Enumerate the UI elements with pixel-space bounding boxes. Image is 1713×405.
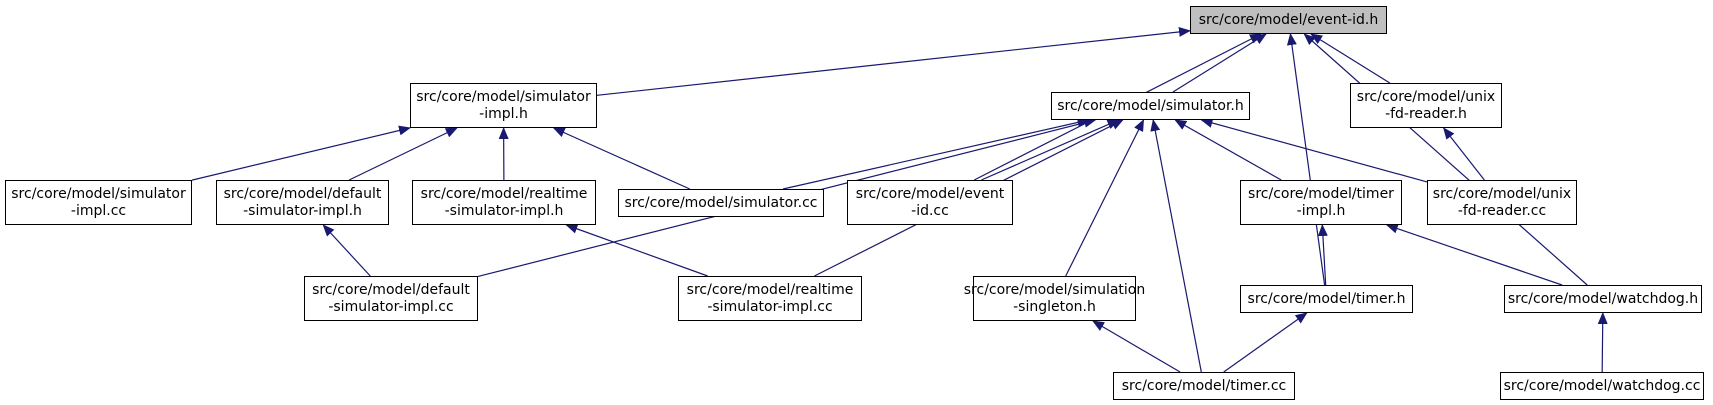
node-label: src/core/model/timer.cc bbox=[1121, 377, 1287, 394]
edge-timer_impl_h-to-simulator_h bbox=[1174, 119, 1282, 181]
node-default-simulator-impl-cc[interactable]: src/core/model/default-simulator-impl.cc bbox=[304, 276, 478, 321]
edge-unix_fd_reader_cc-to-simulator_h bbox=[1200, 118, 1428, 183]
node-label: -singleton.h bbox=[1013, 298, 1096, 315]
node-simulator-impl-h[interactable]: src/core/model/simulator-impl.h bbox=[410, 83, 597, 128]
edge-simulation_singleton_h-to-simulator_h bbox=[1065, 119, 1145, 277]
node-label: src/core/model/unix bbox=[1432, 185, 1572, 202]
node-label: -simulator-impl.h bbox=[243, 202, 362, 219]
edge-watchdog_h-to-timer_impl_h bbox=[1385, 223, 1563, 286]
edge-watchdog_h-to-event_id_h bbox=[1303, 33, 1588, 286]
edge-realtime_simulator_impl_cc-to-realtime_simulator_impl_h bbox=[565, 224, 708, 277]
node-label: src/core/model/event-id.h bbox=[1198, 11, 1379, 28]
node-label: src/core/model/simulator.h bbox=[1057, 97, 1244, 114]
edge-simulator_impl_cc-to-simulator_impl_h bbox=[191, 125, 411, 181]
node-label: src/core/model/watchdog.cc bbox=[1503, 377, 1701, 394]
node-label: -impl.h bbox=[1296, 202, 1346, 219]
node-label: src/core/model/default bbox=[223, 185, 382, 202]
node-label: -fd-reader.cc bbox=[1457, 202, 1547, 219]
edge-default_simulator_impl_cc-to-default_simulator_impl_h bbox=[322, 224, 371, 277]
node-watchdog-h[interactable]: src/core/model/watchdog.h bbox=[1504, 285, 1702, 313]
node-label: src/core/model/realtime bbox=[420, 185, 588, 202]
node-label: -impl.h bbox=[479, 105, 528, 122]
node-label: src/core/model/simulator bbox=[11, 185, 186, 202]
node-event-id-cc[interactable]: src/core/model/event-id.cc bbox=[847, 180, 1013, 225]
node-label: -impl.cc bbox=[70, 202, 127, 219]
node-realtime-simulator-impl-h[interactable]: src/core/model/realtime-simulator-impl.h bbox=[412, 180, 596, 225]
node-label: src/core/model/realtime bbox=[686, 281, 854, 298]
edge-timer_cc-to-simulator_h bbox=[1150, 119, 1202, 373]
node-label: src/core/model/simulator.cc bbox=[624, 194, 818, 211]
node-simulator-h[interactable]: src/core/model/simulator.h bbox=[1051, 92, 1250, 120]
node-label: src/core/model/timer bbox=[1248, 185, 1394, 202]
node-label: src/core/model/unix bbox=[1356, 88, 1496, 105]
edge-watchdog_cc-to-watchdog_h bbox=[1597, 312, 1608, 373]
node-label: -simulator-impl.cc bbox=[328, 298, 454, 315]
node-label: -fd-reader.h bbox=[1385, 105, 1467, 122]
edge-unix_fd_reader_cc-to-unix_fd_reader_h bbox=[1443, 127, 1485, 181]
node-label: src/core/model/simulator bbox=[416, 88, 591, 105]
node-timer-h[interactable]: src/core/model/timer.h bbox=[1240, 285, 1413, 313]
node-watchdog-cc[interactable]: src/core/model/watchdog.cc bbox=[1500, 372, 1704, 400]
node-timer-cc[interactable]: src/core/model/timer.cc bbox=[1113, 372, 1295, 400]
node-timer-impl-h[interactable]: src/core/model/timer-impl.h bbox=[1240, 180, 1402, 225]
node-label: src/core/model/event bbox=[855, 185, 1005, 202]
edge-timer_h-to-event_id_h bbox=[1286, 33, 1326, 286]
node-label: -simulator-impl.cc bbox=[707, 298, 833, 315]
node-event-id-h[interactable]: src/core/model/event-id.h bbox=[1190, 6, 1387, 34]
edge-simulator_cc-to-simulator_impl_h bbox=[552, 127, 691, 190]
node-label: -id.cc bbox=[911, 202, 949, 219]
edge-event_id_cc-to-simulator_h bbox=[981, 119, 1120, 181]
node-unix-fd-reader-h[interactable]: src/core/model/unix-fd-reader.h bbox=[1350, 83, 1502, 128]
edge-simulator_impl_h-to-event_id_h bbox=[596, 26, 1191, 96]
edge-default_simulator_impl_h-to-simulator_impl_h bbox=[348, 127, 458, 181]
node-simulation-singleton-h[interactable]: src/core/model/simulation-singleton.h bbox=[964, 276, 1145, 321]
edge-timer_cc-to-simulation_singleton_h bbox=[1092, 320, 1181, 373]
node-realtime-simulator-impl-cc[interactable]: src/core/model/realtime-simulator-impl.c… bbox=[678, 276, 862, 321]
edge-timer_h-to-timer_impl_h bbox=[1317, 224, 1328, 286]
node-label: src/core/model/simulation bbox=[963, 281, 1146, 298]
edge-simulator_cc-to-simulator_h bbox=[782, 117, 1090, 190]
node-unix-fd-reader-cc[interactable]: src/core/model/unix-fd-reader.cc bbox=[1427, 180, 1577, 225]
edge-timer_cc-to-timer_h bbox=[1223, 312, 1308, 373]
edge-simulator_h-to-event_id_h bbox=[1172, 33, 1267, 93]
node-label: -simulator-impl.h bbox=[444, 202, 564, 219]
node-simulator-cc[interactable]: src/core/model/simulator.cc bbox=[618, 189, 824, 217]
edge-unix_fd_reader_h-to-event_id_h bbox=[1310, 33, 1391, 84]
node-label: src/core/model/default bbox=[312, 281, 470, 298]
node-label: src/core/model/timer.h bbox=[1247, 290, 1406, 307]
node-default-simulator-impl-h[interactable]: src/core/model/default-simulator-impl.h bbox=[216, 180, 389, 225]
node-simulator-impl-cc[interactable]: src/core/model/simulator-impl.cc bbox=[5, 180, 192, 225]
node-label: src/core/model/watchdog.h bbox=[1507, 290, 1699, 307]
